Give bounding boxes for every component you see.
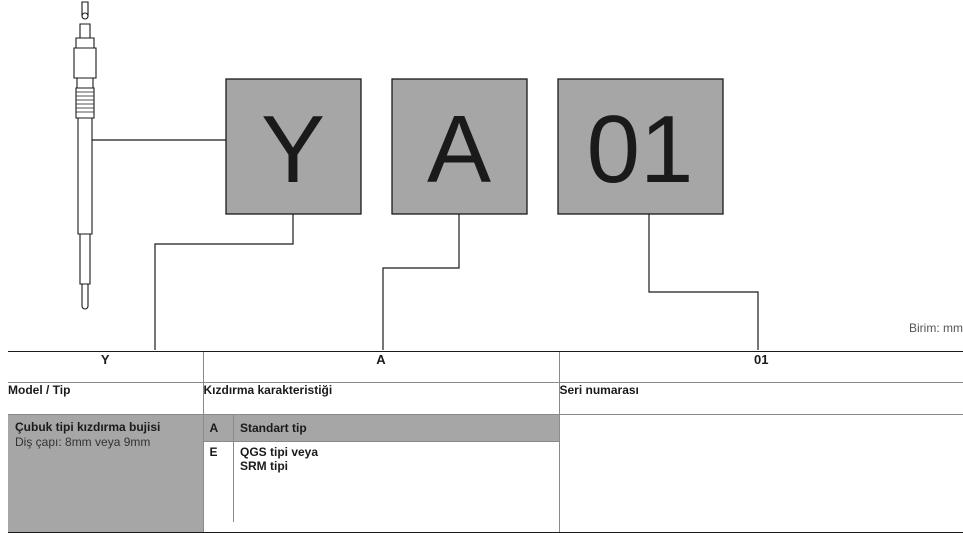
characteristic-code: E	[209, 445, 218, 459]
code-explanation-table: Y A 01 Model / Tip Kızdırma karakteristi…	[8, 351, 963, 533]
characteristic-desc-line: QGS tipi veya	[240, 445, 319, 459]
characteristic-desc: Standart tip	[233, 415, 559, 442]
table-body-row: Çubuk tipi kızdırma bujisi Diş çapı: 8mm…	[8, 414, 963, 533]
characteristic-row-a: A Standart tip	[203, 415, 559, 442]
serial-number-cell	[558, 414, 963, 533]
code-box-01-letter: 01	[587, 96, 694, 203]
code-box-01: 01	[557, 78, 724, 215]
connector-a	[382, 214, 460, 350]
glow-plug-illustration	[73, 1, 97, 310]
characteristic-desc-line: SRM tipi	[240, 459, 288, 473]
header-y: Y	[8, 351, 203, 383]
header-01: 01	[558, 351, 963, 383]
characteristic-cell: A Standart tip E QGS tipi veya SRM tipi	[202, 414, 559, 533]
characteristic-list: A Standart tip E QGS tipi veya SRM tipi	[203, 415, 559, 522]
model-title: Çubuk tipi kızdırma bujisi	[15, 420, 161, 434]
subheader-glow-characteristic: Kızdırma karakteristiği	[202, 382, 559, 415]
header-a: A	[202, 351, 559, 383]
connector-01	[648, 214, 759, 350]
model-subtitle: Diş çapı: 8mm veya 9mm	[15, 435, 151, 449]
code-box-y: Y	[225, 78, 362, 215]
subheader-serial-number: Seri numarası	[558, 382, 963, 415]
characteristic-code: A	[203, 415, 234, 442]
characteristic-row-e: E QGS tipi veya SRM tipi	[204, 441, 559, 522]
connector-y	[154, 214, 294, 350]
characteristic-desc: QGS tipi veya SRM tipi	[233, 441, 559, 522]
subheader-model-type: Model / Tip	[8, 382, 203, 415]
table-header-row: Y A 01	[8, 351, 963, 383]
code-box-a: A	[391, 78, 528, 215]
code-box-y-letter: Y	[261, 96, 325, 203]
table-subheader-row: Model / Tip Kızdırma karakteristiği Seri…	[8, 382, 963, 415]
code-box-a-letter: A	[427, 96, 491, 203]
model-cell: Çubuk tipi kızdırma bujisi Diş çapı: 8mm…	[8, 414, 203, 533]
unit-label: Birim: mm	[909, 321, 963, 335]
